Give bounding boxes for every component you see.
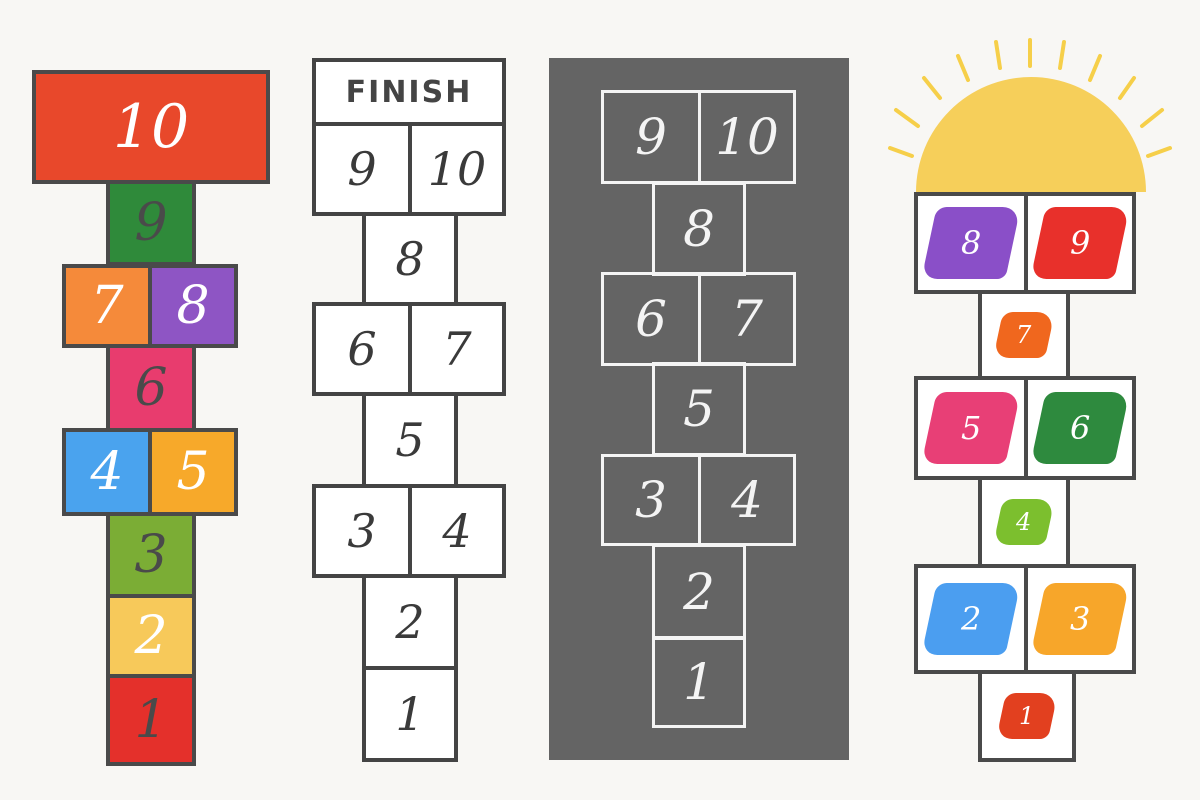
cell-5: 5 — [652, 362, 746, 456]
cell-5: 5 — [914, 376, 1028, 480]
cell-6: 6 — [106, 344, 196, 432]
cell-2: 2 — [914, 564, 1028, 674]
cell-8: 8 — [148, 264, 238, 348]
cell-9: 9 — [312, 122, 412, 216]
cell-1: 1 — [106, 674, 196, 766]
cell-8: 8 — [914, 192, 1028, 294]
finish-cell: FINISH — [312, 58, 506, 126]
cell-6: 6 — [312, 302, 412, 396]
cell-7: 7 — [62, 264, 152, 348]
cell-10: 10 — [32, 70, 270, 184]
cell-1: 1 — [978, 670, 1076, 762]
paint-blob: 9 — [1030, 207, 1130, 279]
cell-2: 2 — [652, 544, 746, 640]
cell-3: 3 — [601, 454, 701, 546]
cell-1: 1 — [652, 636, 746, 728]
paint-blob: 6 — [1030, 392, 1130, 464]
cell-9: 9 — [601, 90, 701, 184]
cell-4: 4 — [408, 484, 506, 578]
cell-3: 3 — [312, 484, 412, 578]
cell-7: 7 — [408, 302, 506, 396]
cell-8: 8 — [362, 212, 458, 306]
cell-1: 1 — [362, 666, 458, 762]
paint-blob: 5 — [921, 392, 1021, 464]
paint-blob: 4 — [993, 499, 1055, 545]
cell-4: 4 — [62, 428, 152, 516]
sun-icon — [888, 38, 1172, 192]
paint-blob: 7 — [993, 312, 1055, 358]
cell-8: 8 — [652, 182, 746, 276]
cell-9: 9 — [106, 180, 196, 266]
cell-4: 4 — [698, 454, 796, 546]
cell-5: 5 — [148, 428, 238, 516]
paint-blob: 8 — [921, 207, 1021, 279]
cell-9: 9 — [1024, 192, 1136, 294]
cell-7: 7 — [698, 272, 796, 366]
cell-10: 10 — [408, 122, 506, 216]
cell-6: 6 — [1024, 376, 1136, 480]
cell-4: 4 — [978, 476, 1070, 568]
cell-3: 3 — [1024, 564, 1136, 674]
cell-2: 2 — [106, 594, 196, 678]
paint-blob: 3 — [1030, 583, 1130, 655]
cell-2: 2 — [362, 574, 458, 670]
paint-blob: 1 — [996, 693, 1058, 739]
cell-6: 6 — [601, 272, 701, 366]
cell-10: 10 — [698, 90, 796, 184]
cell-7: 7 — [978, 290, 1070, 380]
cell-5: 5 — [362, 392, 458, 488]
paint-blob: 2 — [921, 583, 1021, 655]
cell-3: 3 — [106, 512, 196, 598]
